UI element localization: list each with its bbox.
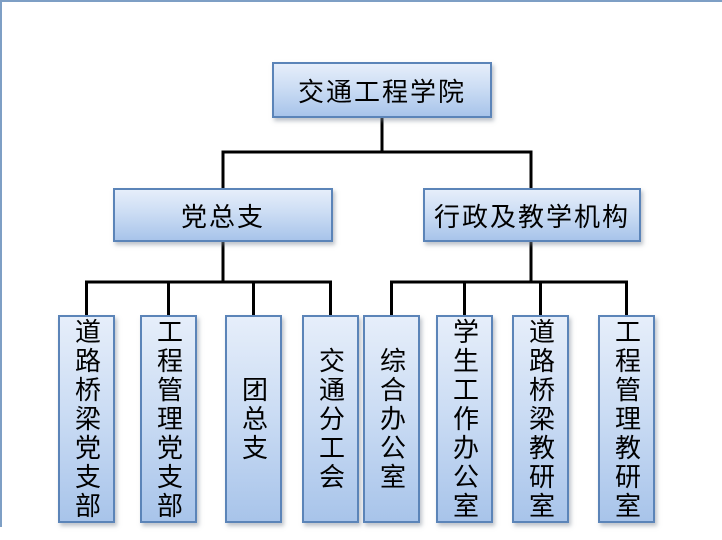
org-node-youth-league-branch-label: 团总支 bbox=[238, 375, 269, 463]
org-node-branch-party: 党总支 bbox=[113, 188, 333, 242]
org-node-student-affairs-office-label: 学生工作办公室 bbox=[449, 317, 480, 521]
org-node-engineering-mgmt-party-branch: 工程管理党支部 bbox=[140, 315, 197, 523]
connector-branch-right-to-leaves bbox=[390, 242, 628, 315]
org-node-engineering-mgmt-teaching-office: 工程管理教研室 bbox=[598, 315, 655, 523]
org-node-road-bridge-party-branch-label: 道路桥梁党支部 bbox=[71, 317, 102, 521]
org-node-general-office: 综合办公室 bbox=[363, 315, 420, 523]
org-node-youth-league-branch: 团总支 bbox=[225, 315, 282, 523]
org-node-student-affairs-office: 学生工作办公室 bbox=[436, 315, 493, 523]
canvas-left-edge-line bbox=[0, 0, 2, 527]
org-node-branch-admin-label: 行政及教学机构 bbox=[433, 201, 630, 232]
org-node-road-bridge-teaching-office: 道路桥梁教研室 bbox=[512, 315, 569, 523]
org-node-road-bridge-teaching-office-label: 道路桥梁教研室 bbox=[525, 317, 556, 521]
org-node-transport-union-branch: 交通分工会 bbox=[302, 315, 359, 523]
org-node-transport-union-branch-label: 交通分工会 bbox=[315, 346, 346, 492]
connector-root-to-branches bbox=[221, 118, 533, 188]
canvas-top-edge-line bbox=[0, 0, 722, 2]
org-node-engineering-mgmt-party-branch-label: 工程管理党支部 bbox=[153, 317, 184, 521]
org-node-branch-party-label: 党总支 bbox=[180, 201, 265, 232]
org-node-root-label: 交通工程学院 bbox=[297, 76, 466, 107]
org-node-general-office-label: 综合办公室 bbox=[376, 346, 407, 492]
org-node-road-bridge-party-branch: 道路桥梁党支部 bbox=[58, 315, 115, 523]
connector-branch-left-to-leaves bbox=[85, 242, 332, 315]
org-node-engineering-mgmt-teaching-office-label: 工程管理教研室 bbox=[611, 317, 642, 521]
org-node-branch-admin: 行政及教学机构 bbox=[423, 188, 641, 242]
org-node-root: 交通工程学院 bbox=[272, 62, 492, 118]
